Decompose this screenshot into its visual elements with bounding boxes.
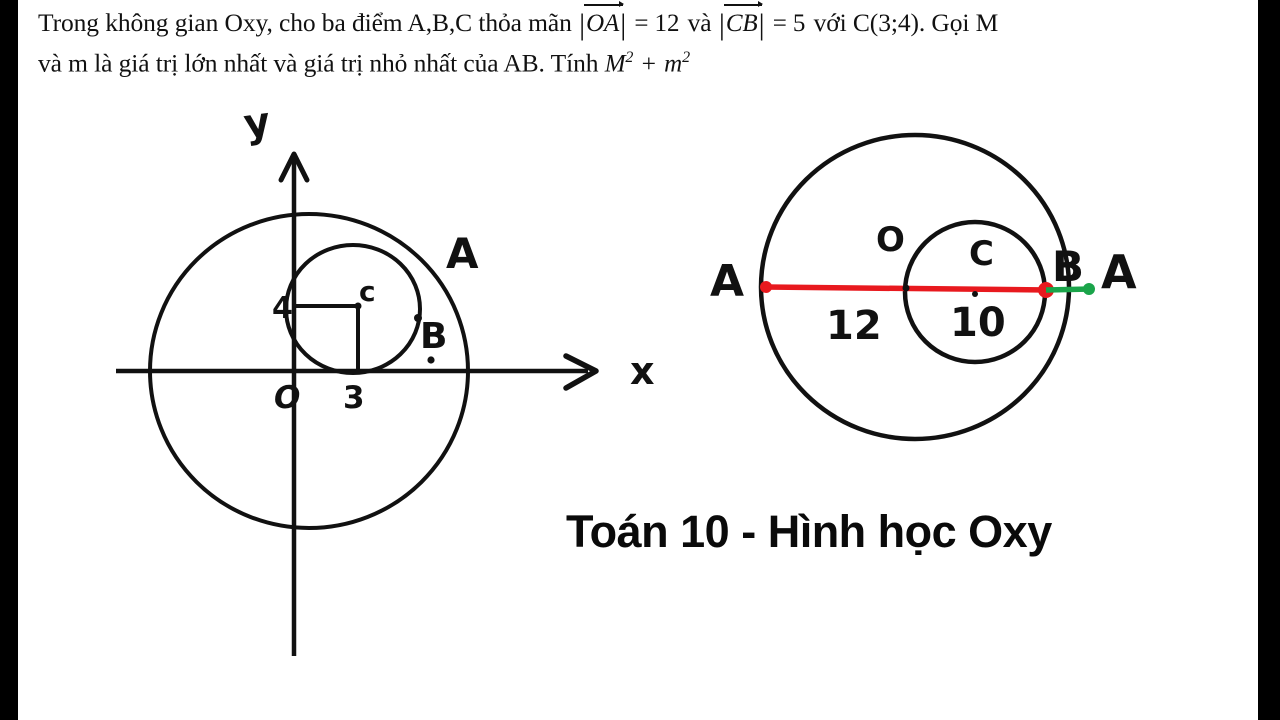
origin-label: O (274, 380, 300, 416)
point-b-label-right: B (1052, 242, 1084, 291)
y-axis-arrowhead (278, 151, 310, 183)
point-b-marker-left (414, 314, 422, 322)
c-projection-lines (292, 304, 360, 373)
center-o-marker (902, 284, 910, 292)
exponent-m: 2 (682, 49, 691, 66)
small-circle-radius-5 (284, 243, 422, 375)
x-axis-arrowhead (563, 353, 599, 391)
y-tick-label-4: 4 (272, 291, 293, 326)
symbol-m: m (664, 50, 683, 78)
abs-bar-open-2: | (711, 8, 725, 41)
letterbox-bar-right (1258, 0, 1280, 720)
point-c-marker (354, 302, 362, 310)
point-b-label-left: B (420, 316, 447, 357)
exponent-M: 2 (625, 49, 634, 66)
whiteboard-canvas: Trong không gian Oxy, cho ba điểm A,B,C … (18, 0, 1258, 720)
center-c-marker (972, 291, 978, 297)
sketch-svg: y x O 4 3 c A B (116, 99, 1137, 656)
diagram-area: y x O 4 3 c A B (18, 96, 1258, 696)
x-tick-label-3: 3 (343, 380, 365, 416)
lesson-title: Toán 10 - Hình học Oxy (566, 506, 1052, 557)
problem-line1-text-a: Trong không gian Oxy, cho ba điểm A,B,C … (38, 8, 572, 37)
abs-bar-open-1: | (571, 8, 586, 41)
big-circle-radius-12 (148, 212, 470, 530)
right-diagram-group: A O C B A 12 10 (710, 132, 1137, 442)
equation-cb: = 5 (772, 10, 806, 37)
plus-sign: + (641, 48, 656, 78)
point-a-label-left: A (446, 229, 479, 278)
equation-oa: = 12 (634, 10, 680, 37)
point-a-left-label: A (710, 256, 744, 307)
problem-line1-text-b: với C(3;4). Gọi M (813, 8, 999, 37)
point-a-left-marker (760, 281, 772, 293)
center-o-label: O (876, 220, 905, 260)
vector-cb: CB (723, 0, 763, 41)
problem-statement: Trong không gian Oxy, cho ba điểm A,B,C … (38, 0, 1258, 82)
letterbox-bar-left (0, 0, 18, 720)
problem-line2-text: và m là giá trị lớn nhất và giá trị nhỏ … (38, 48, 599, 78)
vector-oa: OA (584, 0, 625, 41)
symbol-M: M (604, 50, 626, 78)
point-a-right-marker (1083, 283, 1095, 295)
length-10-label: 10 (950, 300, 1006, 346)
x-axis-label: x (630, 349, 655, 393)
y-axis-label: y (241, 99, 273, 148)
conjunction-va: và (687, 8, 712, 37)
point-a-marker (427, 356, 435, 364)
length-12-label: 12 (826, 303, 882, 349)
center-c-label-right: C (969, 234, 994, 274)
center-c-label: c (359, 275, 376, 308)
abs-bar-close-2: | (758, 8, 765, 41)
problem-line-1: Trong không gian Oxy, cho ba điểm A,B,C … (38, 0, 1258, 41)
left-diagram-group: y x O 4 3 c A B (116, 99, 655, 656)
abs-bar-close-1: | (620, 8, 627, 41)
point-a-right-label: A (1101, 245, 1137, 299)
problem-line-2: và m là giá trị lớn nhất và giá trị nhỏ … (38, 41, 1258, 82)
